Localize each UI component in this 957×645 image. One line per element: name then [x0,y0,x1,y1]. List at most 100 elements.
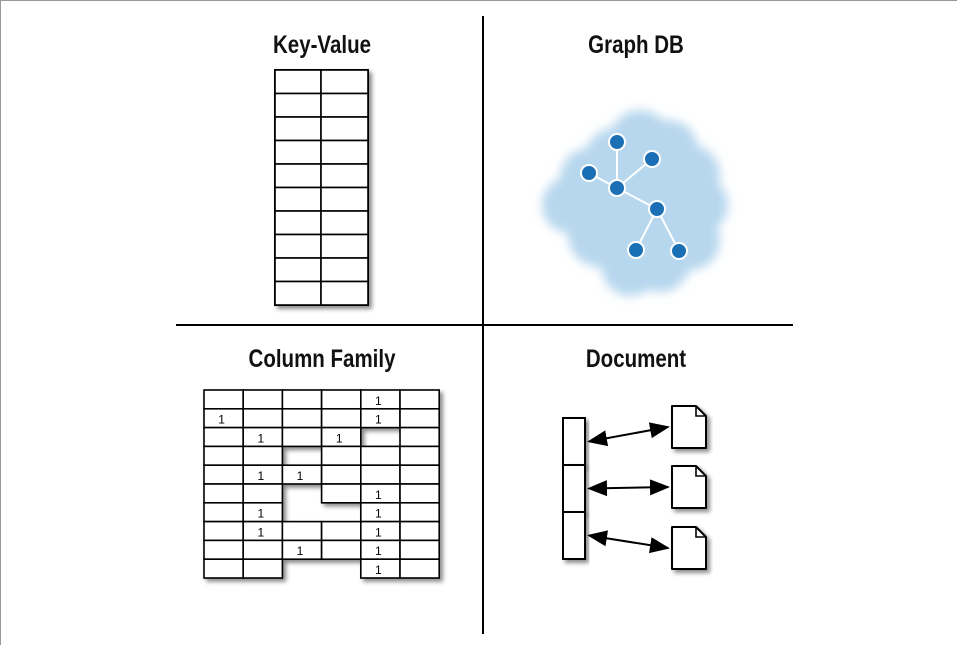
kv-cell [320,233,369,259]
kv-cell [320,69,369,95]
kv-cell [320,139,369,165]
document-arrow [587,530,670,554]
document-slot [562,511,586,560]
cf-cell [281,389,323,410]
cf-cell [399,445,441,466]
cf-cell [281,520,323,542]
cf-cell [203,483,245,504]
kv-cell [320,186,369,212]
cf-cell [399,558,441,579]
cf-cell [320,520,362,542]
graph-cloud [542,110,728,296]
graph-node [643,150,661,168]
cf-cell [320,389,362,410]
kv-cell [320,163,369,189]
document-slot [562,417,586,466]
cf-cell [399,407,441,429]
cf-cell [320,483,362,504]
cf-cell [320,407,362,429]
cf-cell [203,426,245,448]
kv-cell [320,210,369,236]
graph-node [608,179,626,197]
document-icon [671,465,707,509]
cf-cell [281,426,323,448]
kv-cell [274,163,322,189]
cf-cell [242,539,284,561]
kv-cell [320,92,369,118]
kv-cell [274,280,322,306]
document-arrow [587,422,670,447]
cf-cell [320,445,362,466]
cf-cell [203,539,245,561]
cf-cell [203,389,245,410]
cf-cell [399,520,441,542]
kv-cell [320,116,369,142]
cf-cell-value: 1 [257,469,264,483]
document-fold [695,466,706,477]
graph-nodes [580,133,688,260]
document-icon [671,526,707,570]
key-value-title: Key-Value [272,31,371,59]
kv-cell [320,280,369,306]
graph-node [608,133,626,151]
cf-cell-value: 1 [297,469,304,483]
cf-cell-value: 1 [375,488,382,502]
cf-cell [281,407,323,429]
cf-cell-value: 1 [375,394,382,408]
cf-cell [242,558,284,579]
document-arrow [587,479,670,497]
cf-cell-value: 1 [375,507,382,521]
kv-cell [274,257,322,283]
cf-cell [399,483,441,504]
cf-cell [242,407,284,429]
cf-cell-value: 1 [257,507,264,521]
cf-cell-value: 1 [375,525,382,539]
cf-cell [399,389,441,410]
kv-cell [274,186,322,212]
kv-cell [274,233,322,259]
kv-cell [320,257,369,283]
cf-cell [203,520,245,542]
cf-cell [242,483,284,504]
cf-cell-value: 1 [257,525,264,539]
cf-cell [359,445,401,466]
cf-cell-value: 1 [375,544,382,558]
graph-node [648,200,666,218]
cf-cell-value: 1 [257,431,264,445]
cf-cell-value: 1 [218,413,225,427]
cf-cell-value: 1 [297,544,304,558]
kv-cell [274,69,322,95]
document-slot [562,464,586,513]
document-diagram [562,405,707,570]
graph-node [627,241,645,259]
cf-cell-value: 1 [375,563,382,577]
kv-cell [274,116,322,142]
key-value-table [274,69,369,306]
cf-cell [399,464,441,485]
graph-node [580,164,598,182]
cf-cell [320,464,362,485]
column-family-title: Column Family [248,345,396,373]
cf-cell [203,445,245,466]
graph-db-title: Graph DB [588,31,684,59]
cf-cell [399,426,441,448]
cf-cell [203,558,245,579]
document-icon [671,405,707,449]
cf-cell [320,539,362,561]
graph-node [670,242,688,260]
kv-cell [274,92,322,118]
cf-cell [203,501,245,523]
cf-cell-value: 1 [375,413,382,427]
document-fold [695,406,706,417]
kv-cell [274,210,322,236]
document-fold [695,527,706,538]
document-title: Document [585,345,687,373]
cf-cell [399,501,441,523]
cf-cell [359,464,401,485]
cf-cell [242,445,284,466]
kv-cell [274,139,322,165]
cf-cell [242,389,284,410]
